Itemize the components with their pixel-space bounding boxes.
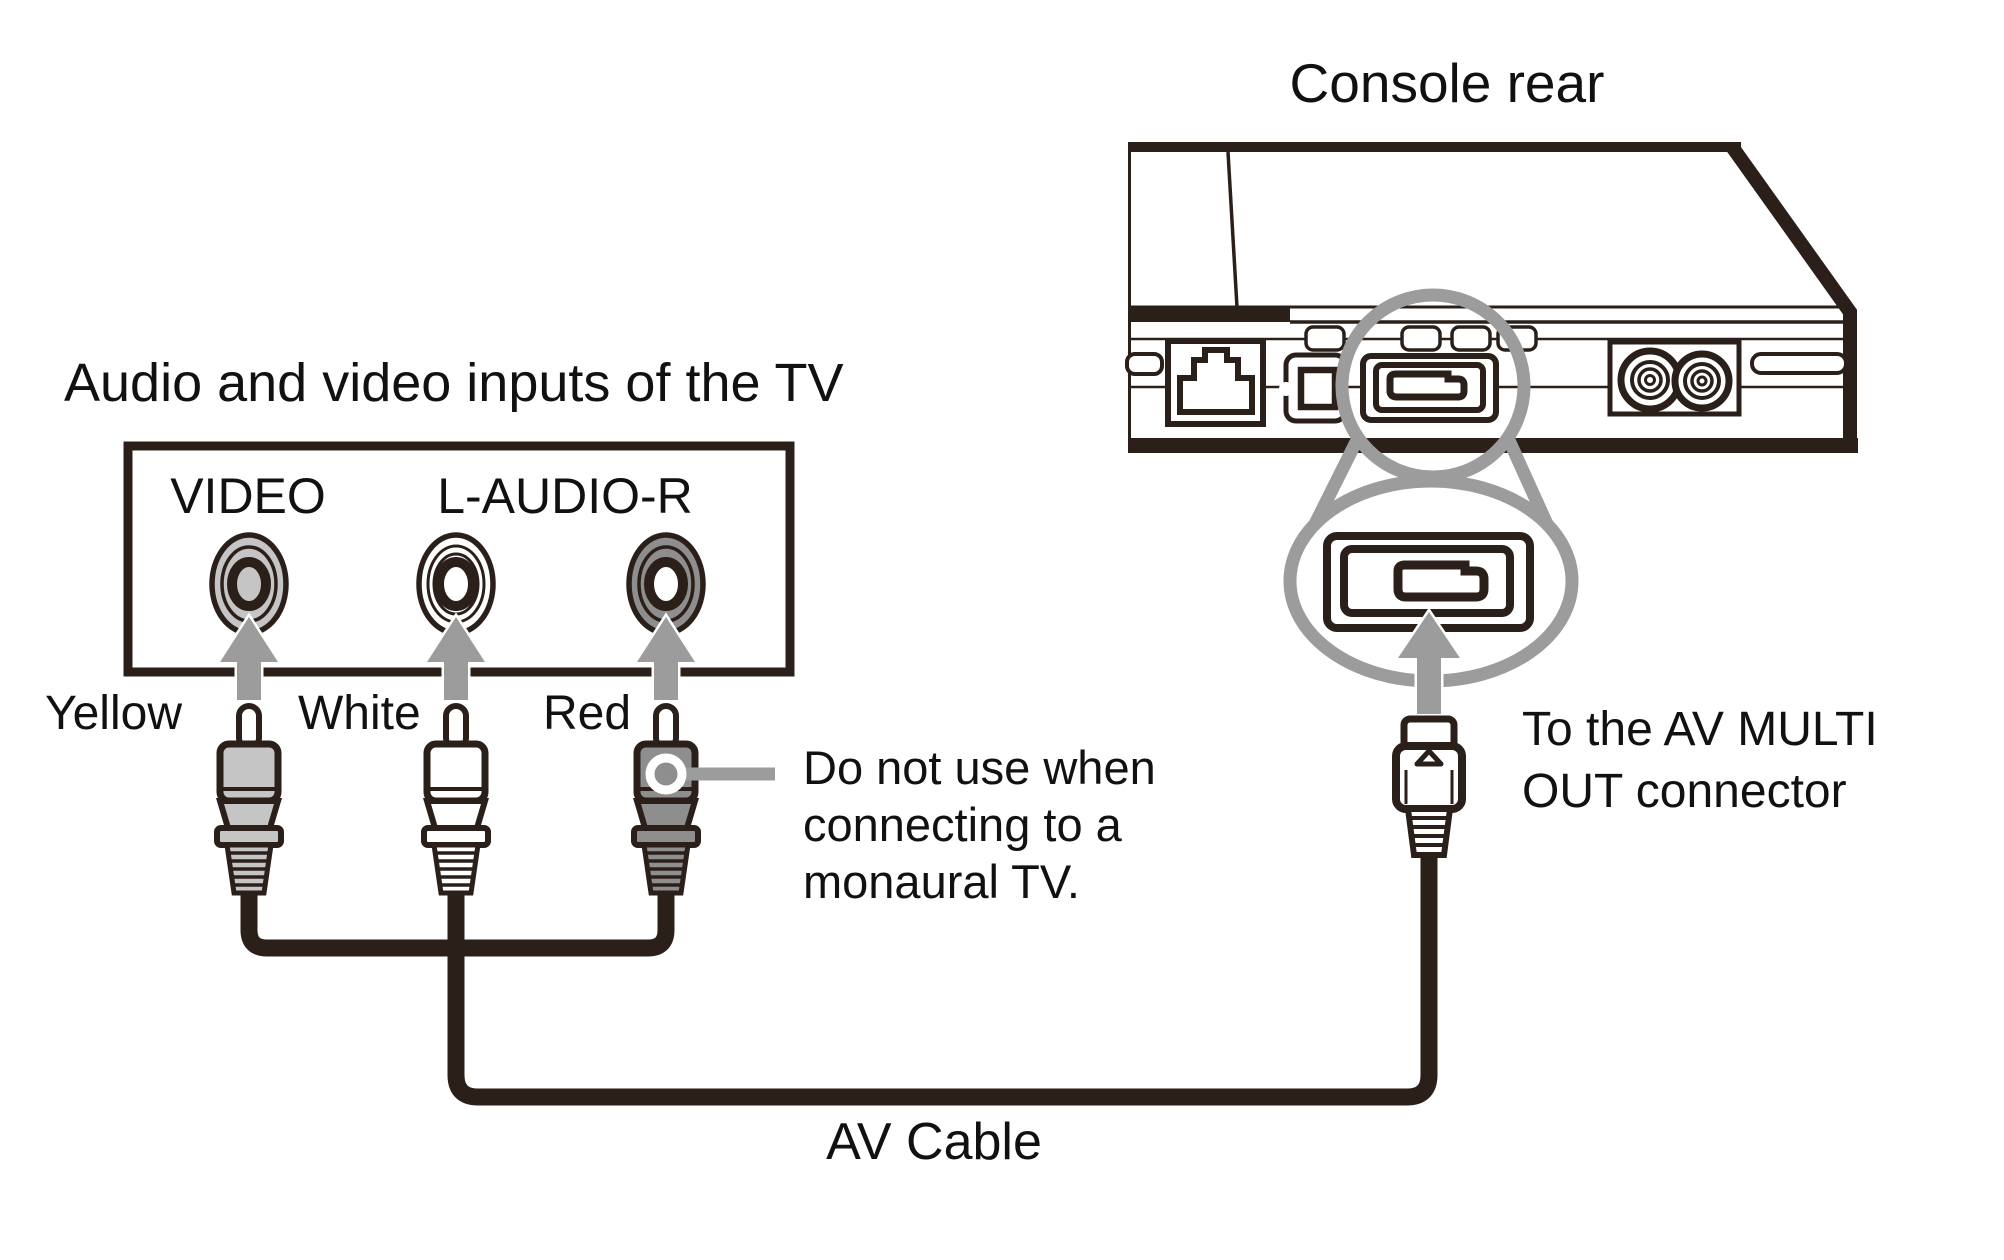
rear-tab [1450,325,1492,352]
white-plug-label: White [298,687,421,740]
audio-right-jack [626,532,706,636]
audio-left-jack-arrow [422,612,490,703]
rear-tab [1304,325,1346,352]
mono-warning-text: Do not use when connecting to a monaural… [803,741,1156,908]
optical-out-port [1279,352,1348,424]
av-multi-out-text: To the AV MULTI OUT connector [1522,703,1878,818]
rca-plug-white [421,703,491,896]
yellow-plug-label: Yellow [45,687,182,740]
rca-plug-red [631,703,701,896]
vent-slot-left [1125,352,1164,376]
av-cable-label: AV Cable [826,1113,1042,1171]
rear-tab [1400,325,1442,352]
av-port-magnifier [1283,288,1579,717]
av-cable-wires [240,850,1438,1106]
tv-input-panel [123,441,795,703]
optical-notch [1279,382,1293,396]
mono-warning-line1: Do not use when [803,741,1156,794]
av-multi-out-port [1360,353,1499,423]
av-plug-strain-relief [1404,806,1454,858]
console-bevel-edge [1727,143,1857,446]
mono-warning-line2: connecting to a [803,798,1123,851]
network-port [1165,338,1266,427]
lid-shadow [1128,308,1290,322]
power-inlet [1607,339,1742,417]
vent-slot-right [1750,352,1848,375]
video-jack-arrow [215,612,283,703]
av-multi-line1: To the AV MULTI [1522,703,1878,756]
av-plug-triangle-mark [1414,748,1444,767]
av-multi-plug [1392,715,1466,858]
audio-left-jack [416,532,496,636]
rca-plug-yellow [214,703,284,896]
audio-right-jack-arrow [632,612,700,703]
l-audio-r-port-label: L-AUDIO-R [437,468,693,524]
console-rear-label: Console rear [1290,52,1605,114]
main-cable-run [447,850,1438,1106]
console-rear-illustration [1125,142,1858,453]
callout-anchor-ring [645,753,687,795]
mono-warning-callout [645,753,775,795]
console-top-edge [1128,142,1741,152]
av-multi-line2: OUT connector [1522,765,1847,818]
video-port-label: VIDEO [170,468,326,524]
av-plug-arrow [1393,607,1465,717]
red-plug-label: Red [543,687,631,740]
mono-warning-line3: monaural TV. [803,855,1080,908]
tv-inputs-label: Audio and video inputs of the TV [64,353,844,413]
av-multi-out-connector-zoomed [1323,532,1534,632]
